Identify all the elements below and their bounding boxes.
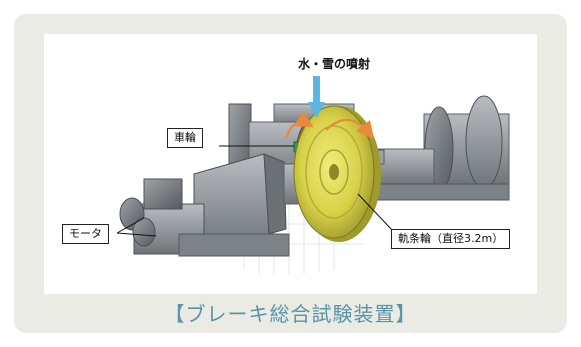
rail-wheel-leader-line (357, 193, 393, 231)
motor-leader-line-1 (116, 217, 145, 234)
rail-wheel (293, 105, 381, 242)
spray-label: 水・雪の噴射 (298, 57, 371, 71)
wheel-callout: 車輪 (167, 128, 203, 148)
motor-block (119, 153, 290, 257)
rail-wheel-rotation-arrow (325, 118, 375, 140)
motor-leader-line-2 (116, 232, 157, 237)
rail-wheel-callout: 軌条輪（直径3.2m） (391, 229, 511, 249)
test-rig-illustration (44, 34, 537, 294)
motor-callout: モータ (62, 224, 109, 244)
test-rig-drawing (116, 76, 510, 274)
figure-caption: 【ブレーキ総合試験装置】 (164, 302, 417, 326)
spray-arrow (308, 76, 325, 118)
wheel-rotation-arrow (284, 110, 314, 139)
